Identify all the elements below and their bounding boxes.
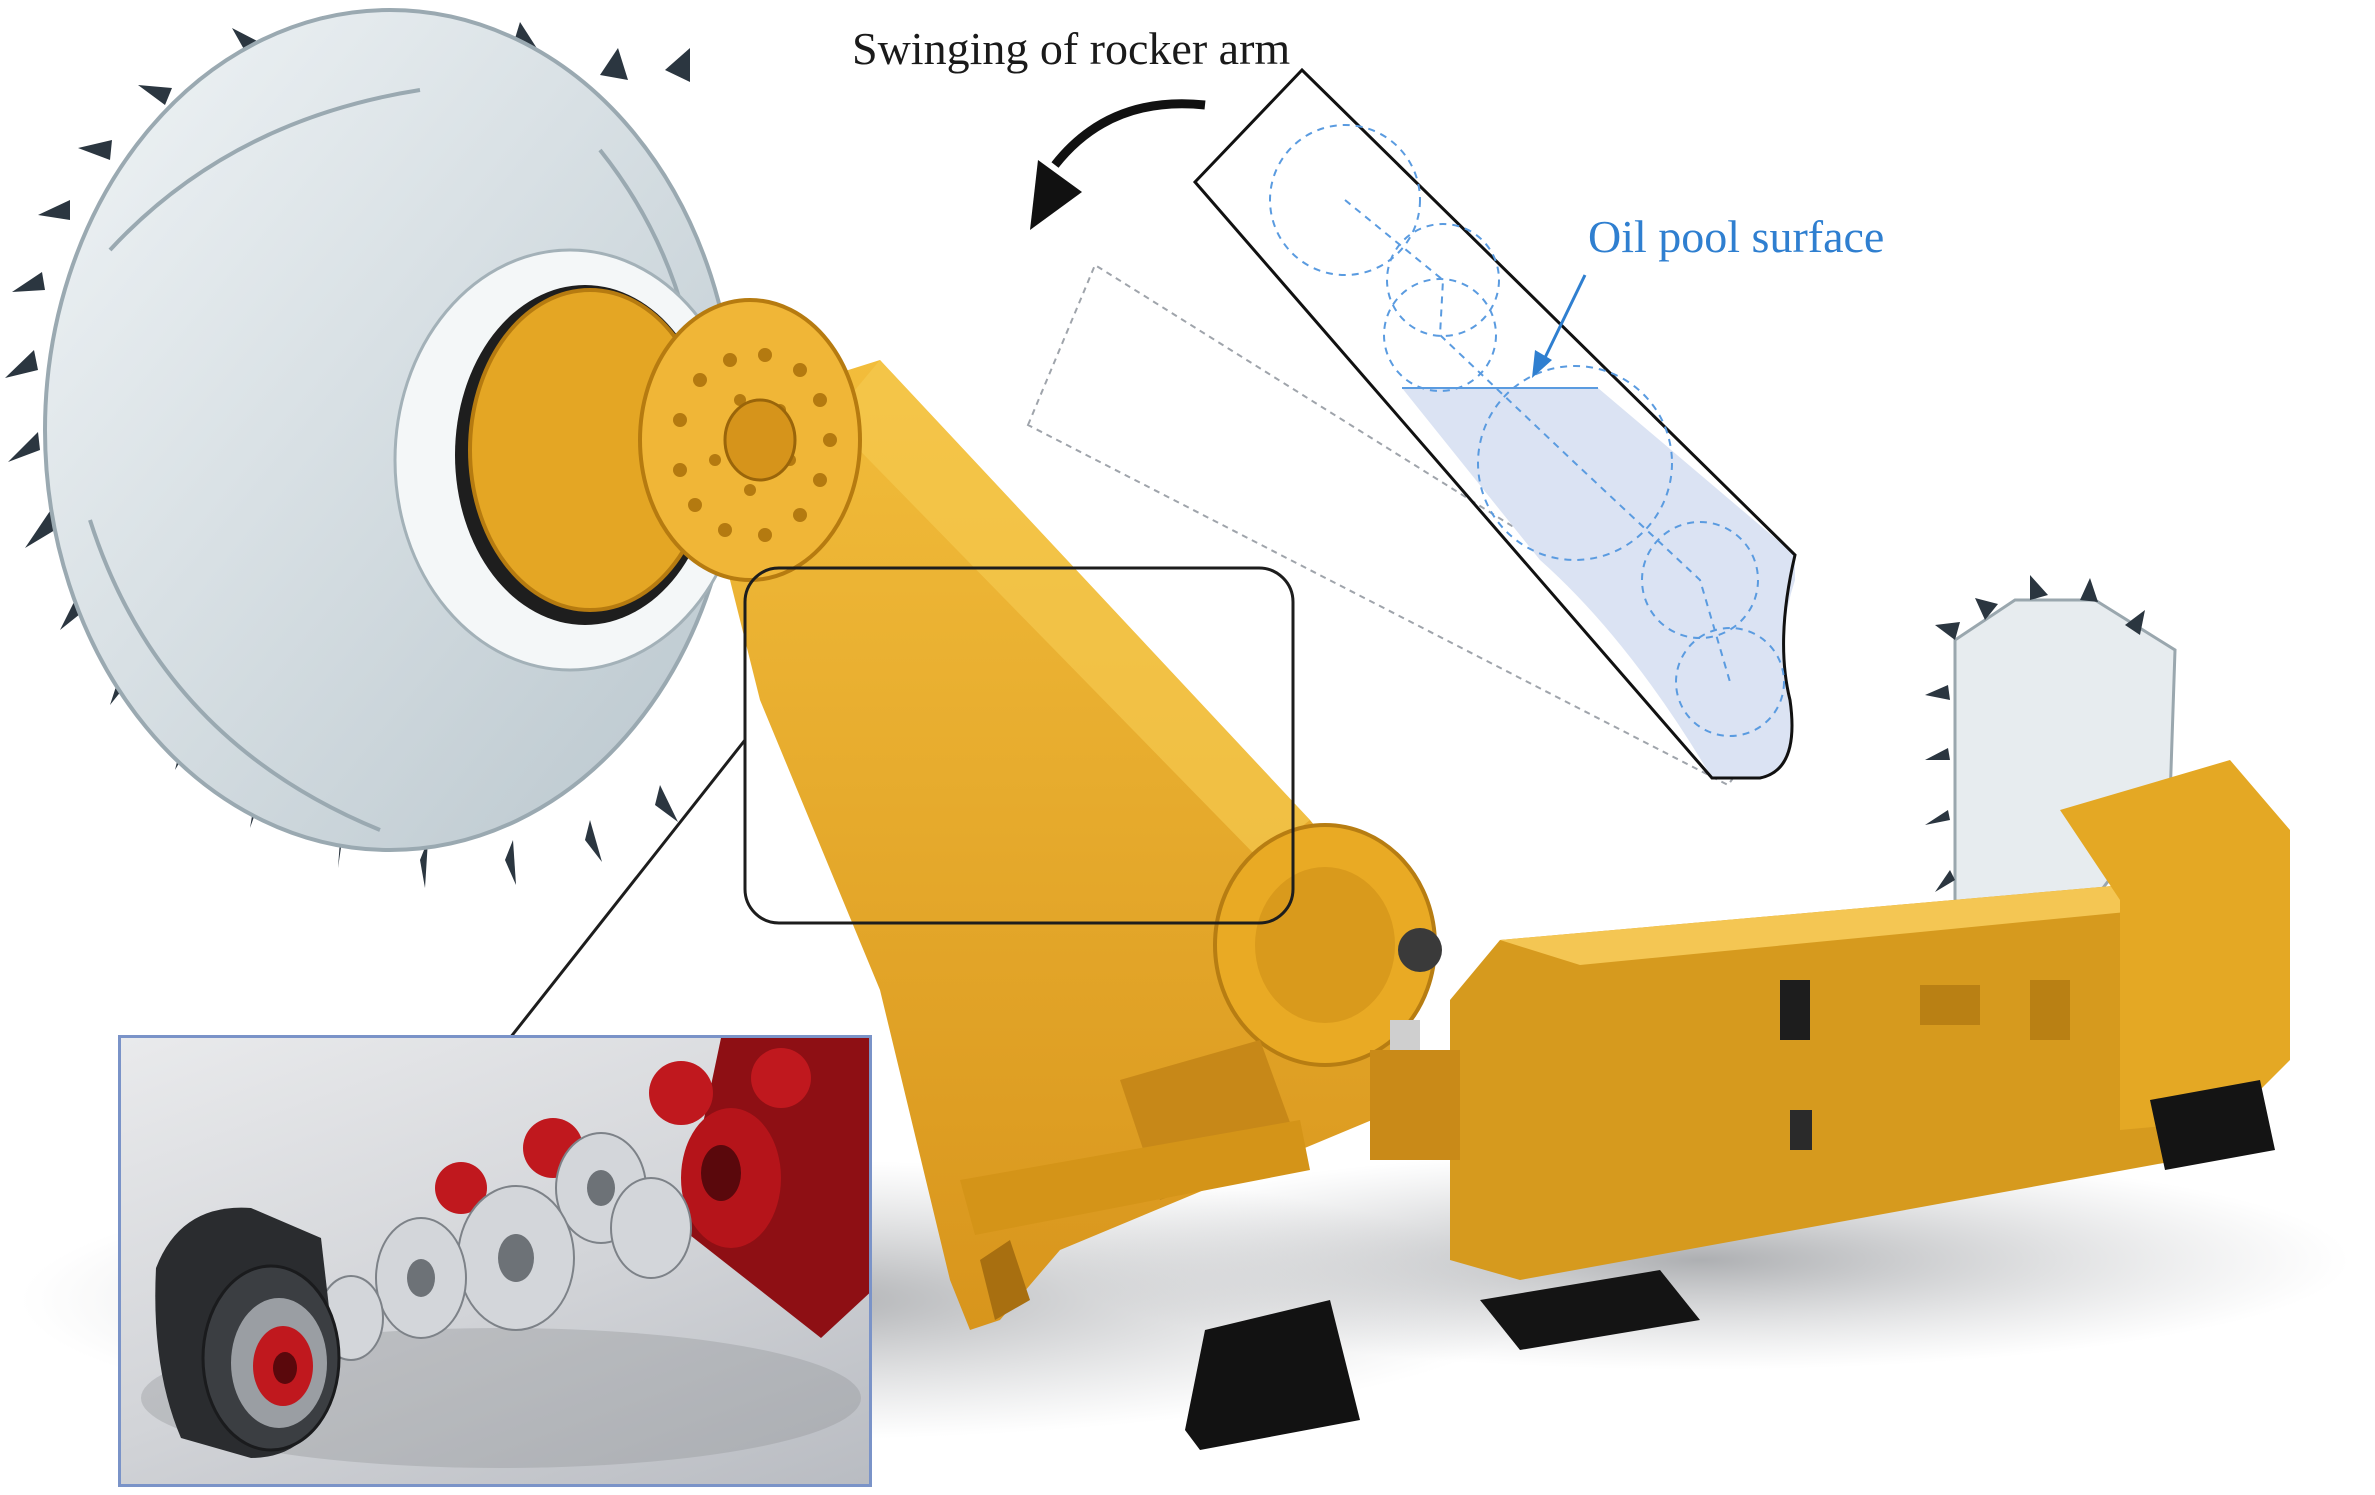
rocker-arm bbox=[690, 360, 1460, 1330]
gear-region-box bbox=[743, 566, 1295, 925]
planetary-unit bbox=[155, 1207, 341, 1458]
oil-pool-label: Oil pool surface bbox=[1588, 211, 1885, 262]
swing-label: Swinging of rocker arm bbox=[852, 23, 1291, 74]
oil-pool-fill bbox=[1402, 388, 1795, 778]
curved-arrow-icon bbox=[1030, 99, 1206, 230]
current-arm-outline bbox=[1192, 67, 1797, 780]
cutting-drum bbox=[5, 8, 862, 888]
callout-leader-line bbox=[508, 739, 747, 1039]
oil-label-arrow-icon bbox=[1532, 274, 1587, 378]
ground-shadow-right bbox=[1050, 1150, 2350, 1370]
gear-train-inset bbox=[118, 1035, 872, 1487]
rocker-arm-schematic bbox=[1026, 67, 1797, 787]
gear-train-drawing bbox=[141, 1038, 869, 1468]
shearer-body bbox=[1185, 760, 2290, 1450]
motor-cylinder bbox=[681, 1038, 869, 1338]
